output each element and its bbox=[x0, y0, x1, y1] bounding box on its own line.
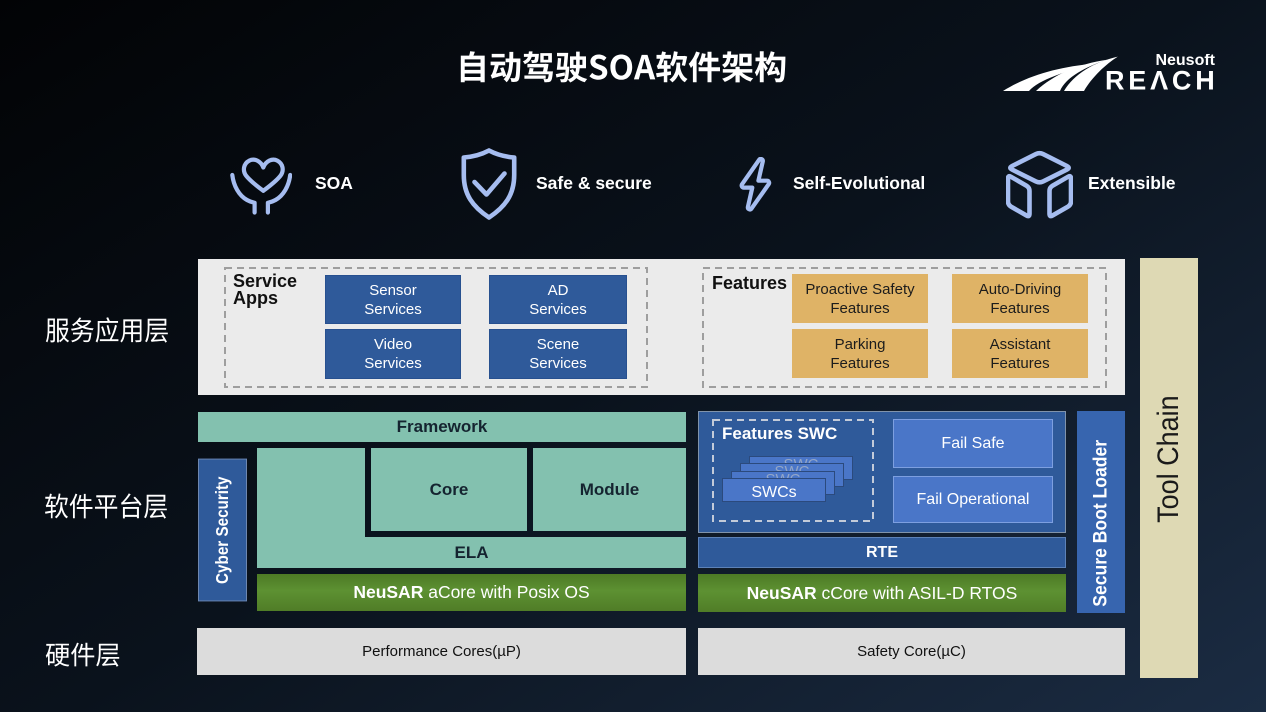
svg-text:Neusoft: Neusoft bbox=[1155, 54, 1215, 69]
svg-text:REΛCH: REΛCH bbox=[1105, 66, 1215, 96]
